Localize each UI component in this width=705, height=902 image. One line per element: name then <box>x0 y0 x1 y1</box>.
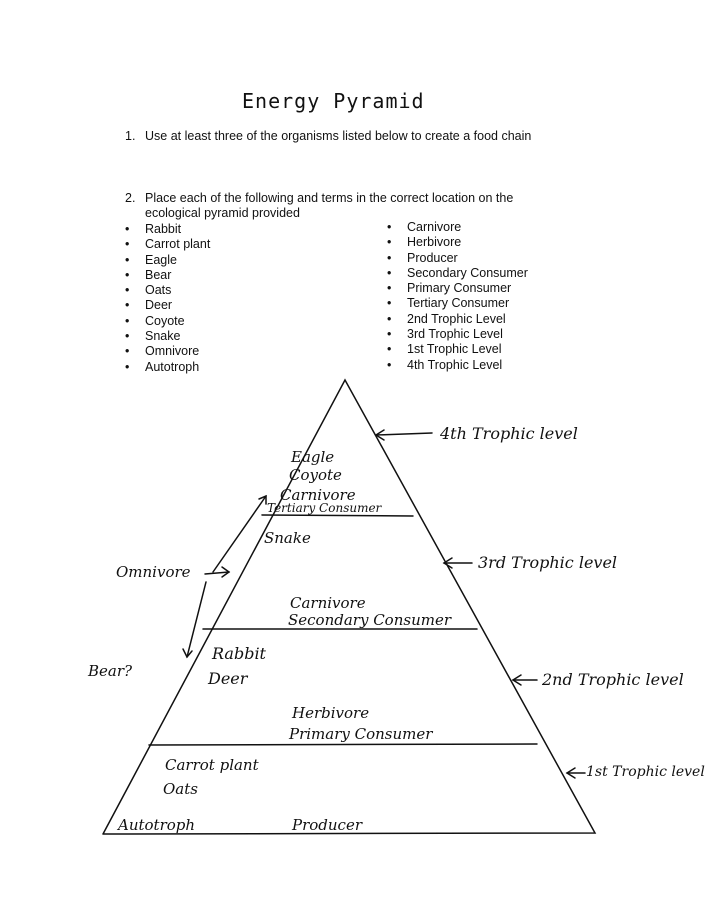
arrow-omnivore-up <box>212 495 267 573</box>
list-item: Carrot plant <box>125 237 210 252</box>
list-item: Snake <box>125 329 210 344</box>
list-item: 4th Trophic Level <box>387 358 528 373</box>
level-1-producer: Producer <box>292 816 363 834</box>
question-1-number: 1. <box>125 129 136 143</box>
list-item: Producer <box>387 251 528 266</box>
level-2-consumer: Primary Consumer <box>289 725 433 743</box>
level-1-organism-1: Carrot plant <box>165 756 259 774</box>
arrow-4th-level <box>375 432 433 436</box>
page-title: Energy Pyramid <box>242 89 425 113</box>
list-item: Secondary Consumer <box>387 266 528 281</box>
question-1-text: Use at least three of the organisms list… <box>145 129 532 143</box>
list-item: Rabbit <box>125 222 210 237</box>
pyramid-outline <box>102 378 597 835</box>
bear-label: Bear? <box>88 662 133 680</box>
top-consumer: Tertiary Consumer <box>267 501 382 515</box>
list-item: Eagle <box>125 253 210 268</box>
top-organism-1: Eagle <box>291 448 335 466</box>
level-3-role: Carnivore <box>290 594 366 612</box>
list-item: Autotroph <box>125 360 210 375</box>
list-item: Omnivore <box>125 344 210 359</box>
pyramid-divider-4 <box>261 514 414 517</box>
organism-list: Rabbit Carrot plant Eagle Bear Oats Deer… <box>125 222 210 375</box>
question-1: 1. Use at least three of the organisms li… <box>125 129 531 144</box>
list-item: 2nd Trophic Level <box>387 312 528 327</box>
level-1-organism-2: Oats <box>163 780 198 798</box>
level-2-role: Herbivore <box>292 704 370 722</box>
top-organism-2: Coyote <box>289 466 342 484</box>
list-item: Primary Consumer <box>387 281 528 296</box>
level-2-organism-2: Deer <box>208 669 248 688</box>
level-4-label: 4th Trophic level <box>440 424 578 443</box>
level-3-consumer: Secondary Consumer <box>288 611 452 629</box>
level-3-label: 3rd Trophic level <box>478 553 618 572</box>
list-item: Carnivore <box>387 220 528 235</box>
question-2-number: 2. <box>125 191 136 205</box>
omnivore-label: Omnivore <box>116 563 191 581</box>
level-2-label: 2nd Trophic level <box>542 670 684 689</box>
list-item: 3rd Trophic Level <box>387 327 528 342</box>
list-item: Bear <box>125 268 210 283</box>
list-item: Tertiary Consumer <box>387 296 528 311</box>
list-item: Herbivore <box>387 235 528 250</box>
terms-list: Carnivore Herbivore Producer Secondary C… <box>387 220 528 373</box>
question-2: 2. Place each of the following and terms … <box>125 191 513 221</box>
level-1-role: Autotroph <box>118 816 196 834</box>
level-3-organism: Snake <box>264 529 311 547</box>
level-1-label: 1st Trophic level <box>586 764 705 780</box>
level-2-organism-1: Rabbit <box>212 644 266 663</box>
top-role: Carnivore <box>280 486 356 504</box>
question-2-text-line2: ecological pyramid provided <box>145 206 300 220</box>
question-2-text-line1: Place each of the following and terms in… <box>145 191 514 205</box>
list-item: 1st Trophic Level <box>387 342 528 357</box>
arrow-omnivore-right <box>204 571 230 575</box>
arrow-omnivore-down <box>186 581 207 658</box>
list-item: Coyote <box>125 314 210 329</box>
list-item: Deer <box>125 298 210 313</box>
list-item: Oats <box>125 283 210 298</box>
pyramid-divider-2 <box>148 743 538 746</box>
